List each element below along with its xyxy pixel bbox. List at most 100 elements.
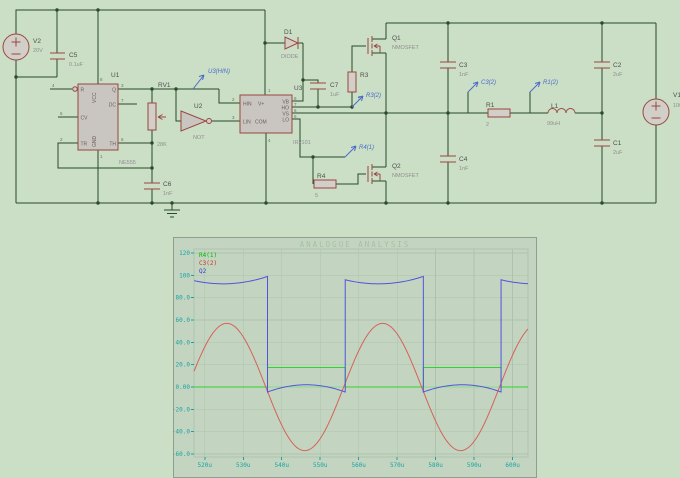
- y-tick-label: -40.0: [172, 429, 190, 436]
- wire-label-r1[interactable]: R1(2): [529, 80, 558, 93]
- wire-label-r4-text: R4(1): [359, 145, 374, 151]
- component-rv1-potentiometer[interactable]: RV1 28K: [147, 82, 171, 148]
- y-tick-label: 100: [179, 272, 190, 279]
- trace-C3(2)[interactable]: [193, 322, 529, 452]
- u3-pin-lin: LIN: [243, 120, 251, 126]
- component-d1-diode[interactable]: D1 DIODE: [281, 29, 300, 60]
- u3-pin-lo: LO: [282, 118, 289, 124]
- v2-value: 20V: [33, 48, 43, 54]
- x-tick-label: 540u: [275, 462, 290, 469]
- u1-pinnum-2: 2: [60, 137, 63, 142]
- u3-pinnum-3: 3: [232, 115, 235, 120]
- x-tick-label: 580u: [428, 462, 443, 469]
- u1-pin-tr: TR: [81, 142, 88, 148]
- c6-ref: C6: [163, 181, 172, 188]
- component-c3-capacitor[interactable]: C3 1nF: [440, 61, 469, 78]
- c4-value: 1nF: [459, 166, 469, 172]
- wire-label-r4[interactable]: R4(1): [344, 145, 374, 158]
- u3-pin-vb: VB: [282, 100, 289, 106]
- component-q1-nmosfet[interactable]: Q1 NMOSFET: [367, 35, 420, 56]
- u3-pin-ho: HO: [282, 106, 290, 112]
- trace-R4(1)[interactable]: [194, 366, 528, 388]
- u1-value: NE555: [119, 160, 136, 166]
- component-v1-source[interactable]: V1 100V: [642, 92, 680, 126]
- wire-label-u3hin-text: U3(HIN): [208, 69, 230, 75]
- c7-ref: C7: [330, 82, 339, 89]
- c5-ref: C5: [69, 52, 78, 59]
- v1-value: 100V: [673, 103, 680, 109]
- component-v2-source[interactable]: V2 20V: [2, 33, 43, 61]
- y-tick-label: 80.0: [176, 295, 191, 302]
- u1-pinnum-3: 3: [121, 83, 124, 88]
- x-tick-label: 530u: [236, 462, 251, 469]
- legend-entry[interactable]: Q2: [199, 268, 207, 275]
- legend-entry[interactable]: R4(1): [199, 252, 217, 259]
- component-c1-capacitor[interactable]: C1 2uF: [594, 139, 623, 156]
- component-c2-capacitor[interactable]: C2 2uF: [594, 61, 623, 78]
- c5-value: 0.1uF: [69, 62, 84, 68]
- y-tick-label: 120: [179, 250, 190, 257]
- c7-value: 1uF: [330, 92, 340, 98]
- l1-value: 99uH: [547, 121, 560, 127]
- u1-pin-cv: CV: [81, 116, 89, 122]
- component-c4-capacitor[interactable]: C4 1nF: [440, 155, 469, 172]
- u1-ref: U1: [111, 72, 120, 79]
- c1-value: 2uF: [613, 150, 623, 156]
- u3-pinnum-4: 4: [268, 138, 271, 143]
- wires[interactable]: [15, 9, 657, 210]
- rv1-ref: RV1: [158, 82, 171, 89]
- wire-label-u3hin[interactable]: U3(HIN): [192, 69, 230, 90]
- u3-pinnum-8: 8: [294, 96, 297, 101]
- trace-Q2[interactable]: [193, 275, 529, 393]
- q2-value: NMOSFET: [392, 173, 420, 179]
- component-c5-capacitor[interactable]: C5 0.1uF: [50, 52, 84, 68]
- q2-ref: Q2: [392, 163, 401, 170]
- r4-value: 5: [315, 193, 318, 199]
- component-q2-nmosfet[interactable]: Q2 NMOSFET: [367, 163, 420, 184]
- x-tick-label: 590u: [467, 462, 482, 469]
- component-r1-resistor[interactable]: R1 2: [486, 102, 511, 128]
- component-u3-ir2101[interactable]: U3 IR2101 HIN LIN V+ COM VB HO VS LO 2 3…: [232, 85, 311, 146]
- u3-pinnum-2: 2: [232, 97, 235, 102]
- wire-label-r1-text: R1(2): [543, 80, 558, 86]
- r1-value: 2: [486, 122, 489, 128]
- wire-label-r3-text: R3(2): [366, 93, 381, 99]
- x-tick-label: 600u: [505, 462, 520, 469]
- component-c6-capacitor[interactable]: C6 1nF: [144, 181, 173, 197]
- x-tick-label: 550u: [313, 462, 328, 469]
- u1-pin-dc: DC: [109, 103, 117, 109]
- u3-value: IR2101: [293, 140, 311, 146]
- u2-ref: U2: [194, 103, 203, 110]
- l1-ref: L1: [551, 103, 559, 110]
- d1-ref: D1: [284, 29, 293, 36]
- component-c7-capacitor[interactable]: C7 1uF: [310, 82, 340, 98]
- y-tick-label: 0.00: [176, 384, 191, 391]
- component-u1-ne555[interactable]: U1 NE555 R CV TR Q DC TH VCC GND 4 5 2 3…: [52, 72, 136, 166]
- component-l1-inductor[interactable]: L1 99uH: [547, 103, 576, 127]
- u1-pin-gnd: GND: [92, 136, 98, 148]
- u3-pin-com: COM: [255, 120, 267, 126]
- wire-label-c3[interactable]: C3(2): [467, 80, 496, 93]
- c3-ref: C3: [459, 62, 468, 69]
- junction-dots: [14, 8, 604, 205]
- component-r4-resistor[interactable]: R4 5: [313, 173, 337, 199]
- u3-pinnum-5: 5: [294, 114, 297, 119]
- u1-pinnum-1: 1: [100, 154, 103, 159]
- u1-pinnum-6: 6: [121, 137, 124, 142]
- component-u2-not-gate[interactable]: U2 NOT: [180, 103, 212, 141]
- q1-value: NMOSFET: [392, 45, 420, 51]
- u3-ref: U3: [294, 85, 303, 92]
- legend-entry[interactable]: C3(2): [199, 260, 217, 267]
- v2-ref: V2: [33, 38, 41, 45]
- u3-pinnum-6: 6: [294, 108, 297, 113]
- r4-ref: R4: [317, 173, 326, 180]
- wire-label-r3[interactable]: R3(2): [351, 93, 381, 108]
- u3-pin-vplus: V+: [258, 102, 264, 108]
- x-tick-label: 570u: [390, 462, 405, 469]
- ground-symbol[interactable]: [164, 209, 180, 218]
- u1-pin-vcc: VCC: [92, 92, 98, 103]
